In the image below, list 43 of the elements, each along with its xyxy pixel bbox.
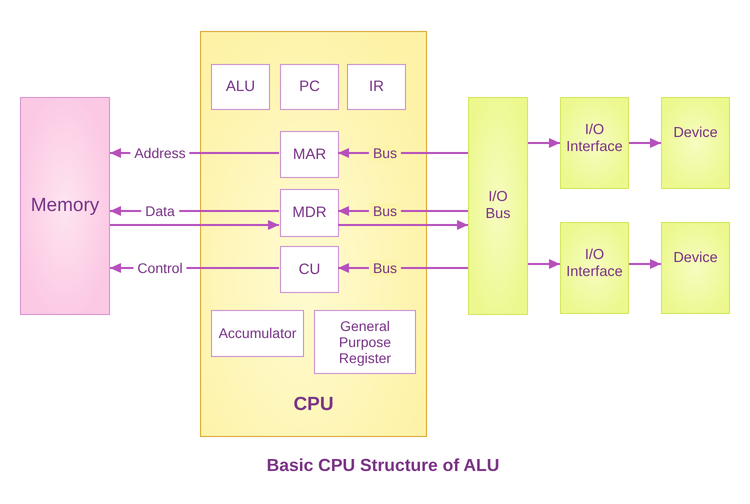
edge-label: Bus (368, 203, 402, 219)
node-label: I/O Interface (565, 247, 624, 281)
register-box (280, 131, 339, 178)
node-label: MAR (292, 146, 326, 164)
edge-label: Data (141, 203, 179, 219)
node-label: Device (673, 124, 718, 142)
edge-label: Control (133, 260, 187, 276)
node-label: I/O Bus (484, 189, 512, 223)
memory-box (20, 97, 110, 315)
edge-label: Bus (368, 145, 402, 161)
arrow (528, 138, 560, 148)
edge-label: Bus (368, 260, 402, 276)
node-label: CPU (293, 394, 334, 416)
node-label: General Purpose Register (338, 318, 392, 366)
node-label: IR (369, 78, 384, 96)
register-box (314, 310, 416, 374)
control-unit-box (280, 246, 339, 293)
interface-box (560, 97, 629, 189)
node-label: Accumulator (218, 325, 298, 342)
node-label: MDR (292, 204, 327, 222)
register-box (280, 64, 339, 110)
arrow (629, 259, 661, 269)
bus-box (468, 97, 528, 315)
node-label: PC (299, 78, 320, 96)
register-box (280, 189, 339, 237)
node-label: Device (673, 250, 718, 266)
arrow (338, 220, 468, 230)
cpu-box (200, 31, 427, 437)
node-label: I/O Interface (565, 122, 624, 156)
edge-label: Address (130, 145, 190, 161)
arrow (110, 220, 279, 230)
register-box (211, 64, 270, 110)
device-box (661, 222, 730, 314)
node-label: Memory (30, 195, 100, 217)
node-label: CU (298, 260, 320, 278)
arrow (528, 259, 560, 269)
node-label: ALU (226, 78, 256, 96)
register-box (347, 64, 406, 110)
register-box (211, 310, 304, 357)
diagram-title: Basic CPU Structure of ALU (266, 455, 500, 476)
interface-box (560, 222, 629, 314)
device-box (661, 97, 730, 189)
arrow (629, 138, 661, 148)
